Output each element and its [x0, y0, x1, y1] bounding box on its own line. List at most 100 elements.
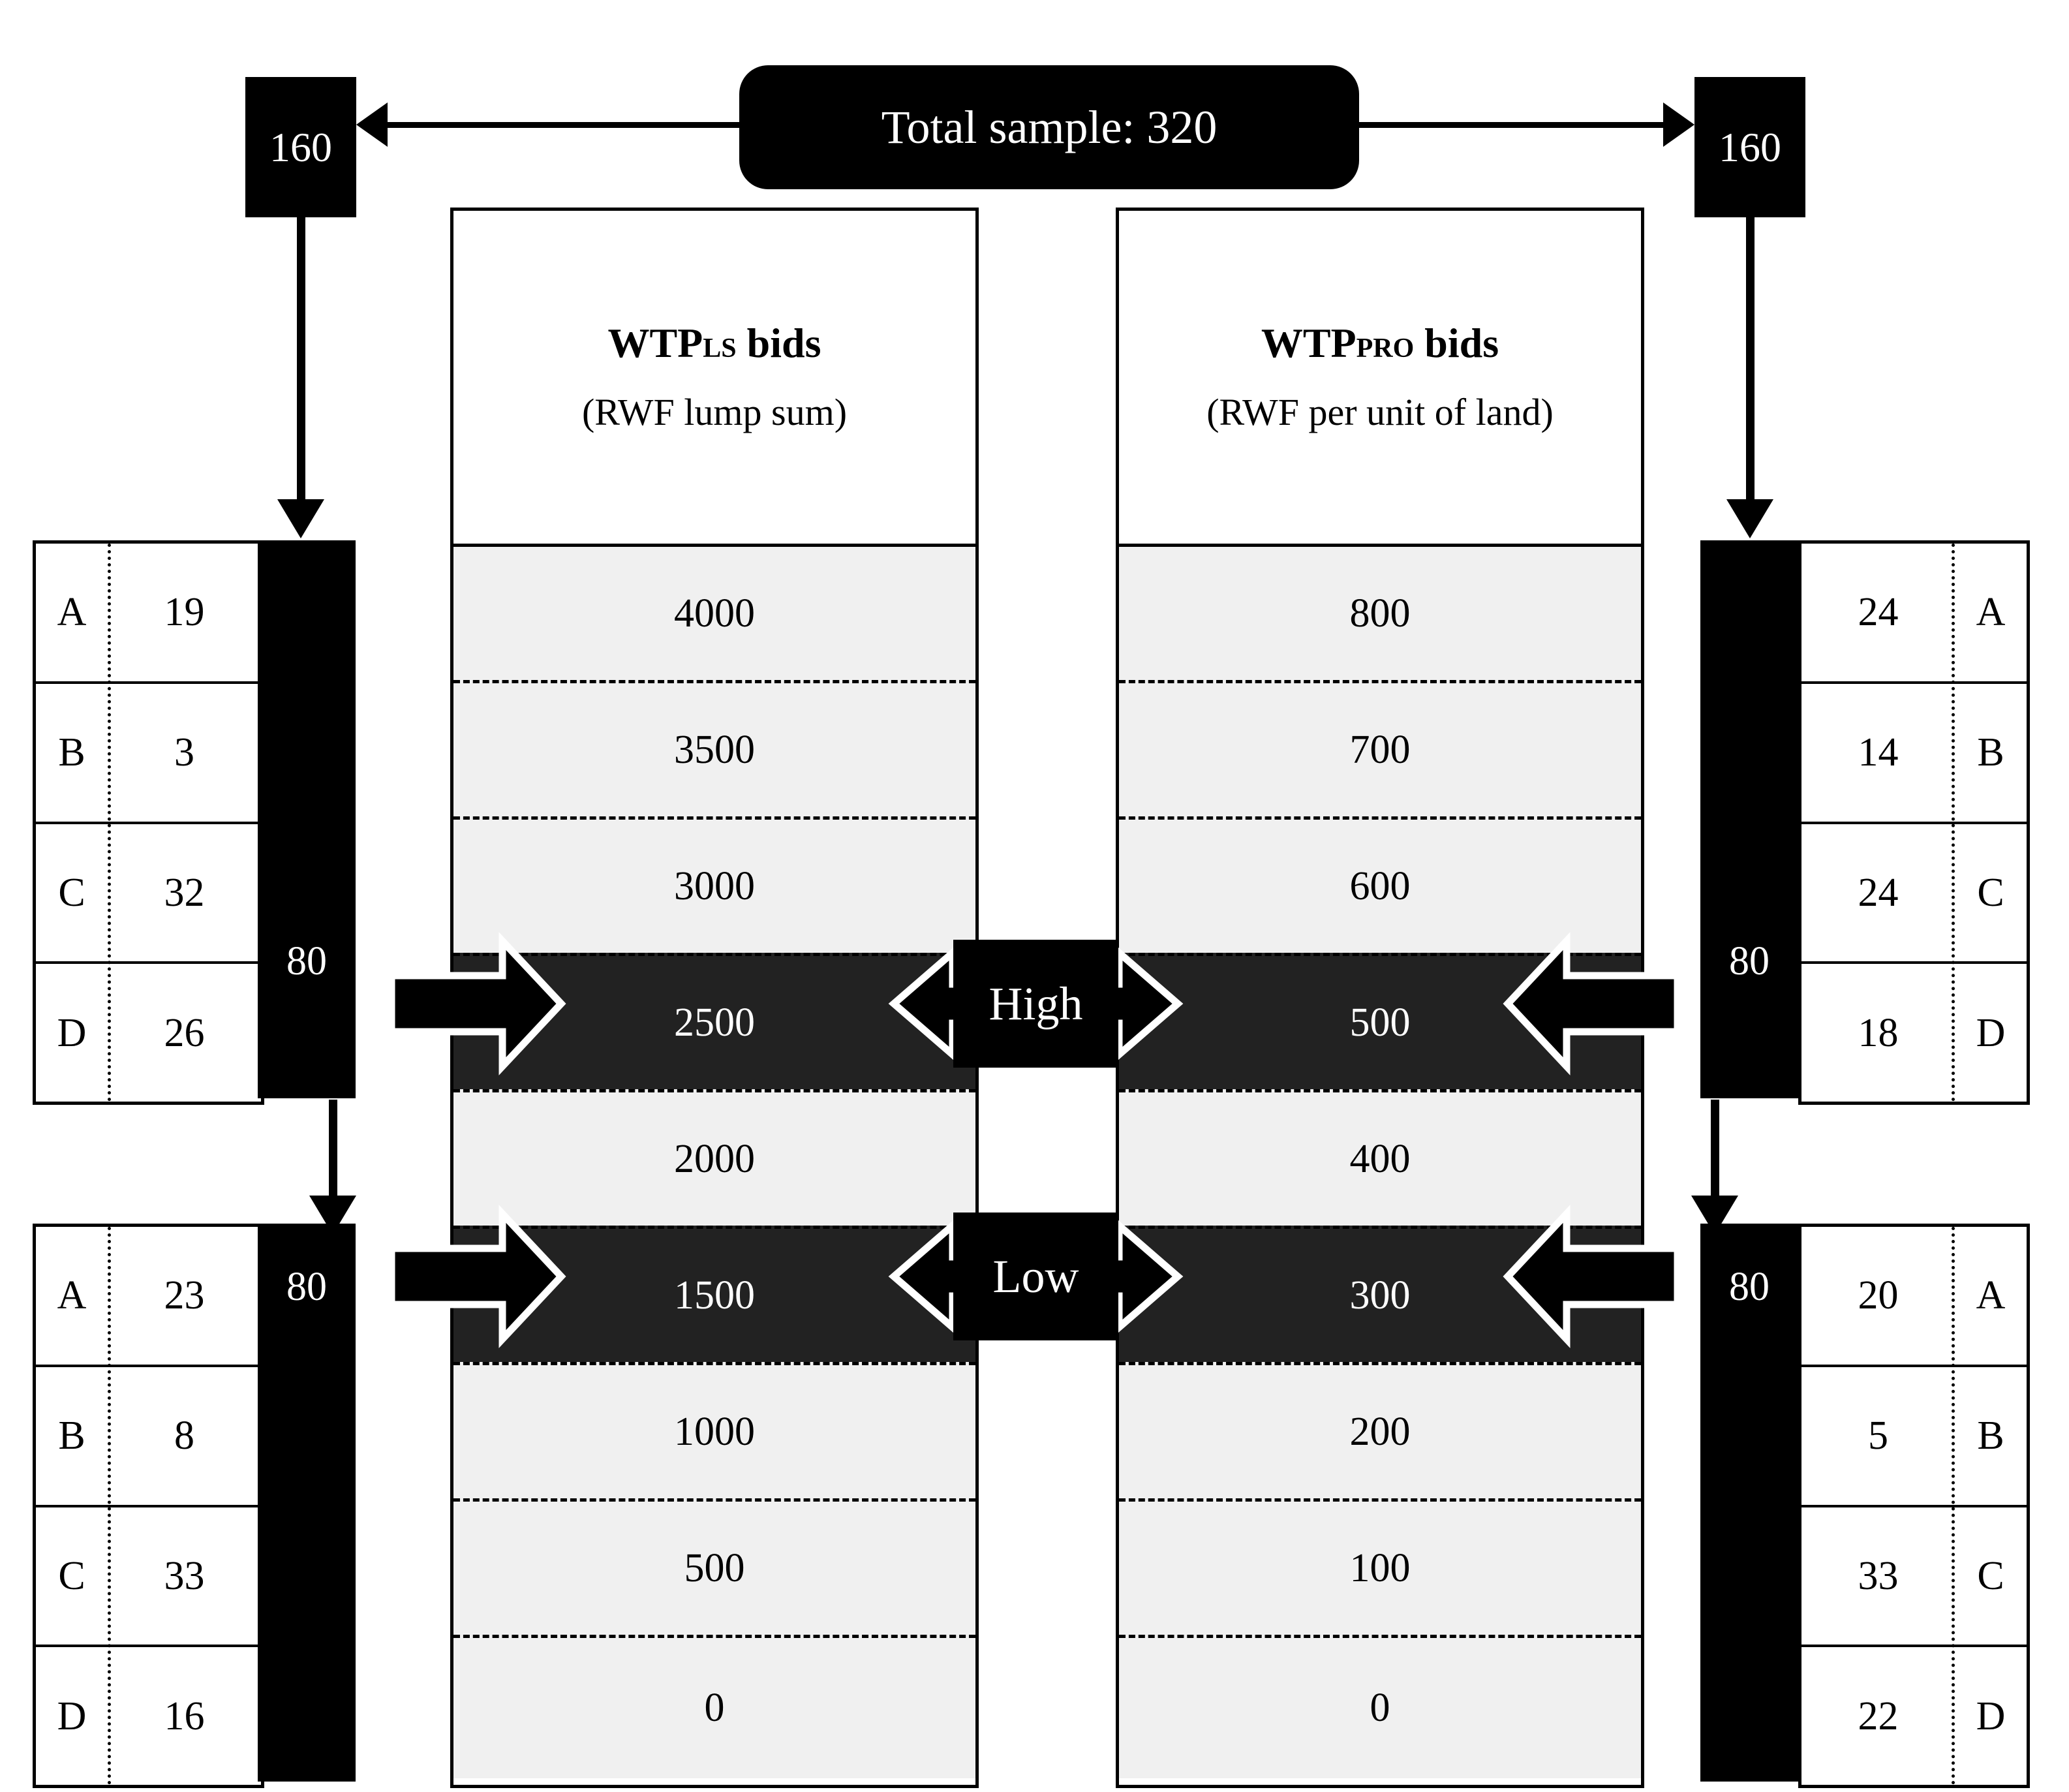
down-arrow-shaft-right: [1746, 217, 1755, 504]
table-row: 24 C: [1801, 821, 2027, 962]
ls-bid-cell: 500: [453, 1498, 975, 1635]
ls-bid-cell: 2000: [453, 1089, 975, 1226]
left-low-allocation-table: A 23 B 8 C 33 D 16: [33, 1224, 264, 1788]
group-letter: B: [1977, 730, 2004, 775]
left-low-80-label: 80: [286, 1265, 327, 1309]
group-count: 24: [1858, 590, 1899, 635]
group-letter: C: [58, 1553, 85, 1598]
group-letter: D: [1976, 1693, 2006, 1738]
table-row: D 26: [36, 961, 261, 1102]
table-row: 20 A: [1801, 1227, 2027, 1365]
left-low-80-bar: 80: [258, 1224, 356, 1782]
group-letter: C: [58, 870, 85, 915]
group-letter: B: [58, 1414, 85, 1459]
group-letter: B: [1977, 1414, 2004, 1459]
group-count: 33: [164, 1553, 205, 1598]
wtp-pro-title: WTPPRO bids: [1261, 319, 1499, 367]
wtp-ls-unit: (RWF lump sum): [581, 390, 848, 433]
pro-bid-cell: 400: [1119, 1089, 1641, 1226]
group-count: 24: [1858, 870, 1899, 915]
right-high-80-bar: 80: [1700, 540, 1798, 1098]
wtp-pro-title-main: WTP: [1261, 319, 1356, 366]
ls-bid-cell: 3000: [453, 816, 975, 953]
table-row: 33 C: [1801, 1504, 2027, 1645]
arrow-head-left-icon: [356, 102, 388, 147]
left-high-allocation-table: A 19 B 3 C 32 D 26: [33, 540, 264, 1105]
wtp-ls-header: WTPLS bids (RWF lump sum): [453, 211, 975, 544]
group-count: 5: [1868, 1414, 1888, 1459]
group-letter: C: [1977, 1553, 2004, 1598]
group-letter: B: [58, 730, 85, 775]
wtp-pro-title-tail: bids: [1414, 319, 1499, 366]
wtp-ls-title-tail: bids: [736, 319, 821, 366]
ls-bid-cell: 3500: [453, 680, 975, 816]
right-high-allocation-table: 24 A 14 B 24 C 18 D: [1798, 540, 2030, 1105]
ls-bid-cell: 0: [453, 1635, 975, 1778]
table-row: A 23: [36, 1227, 261, 1365]
right-branch-160-box: 160: [1694, 77, 1805, 217]
down-arrow-shaft-left-2: [329, 1100, 337, 1201]
group-count: 8: [174, 1414, 194, 1459]
pro-bid-cell: 0: [1119, 1635, 1641, 1778]
group-count: 14: [1858, 730, 1899, 775]
group-count: 19: [164, 590, 205, 635]
down-arrow-head-left-icon: [277, 499, 324, 538]
right-high-80-label: 80: [1729, 939, 1770, 983]
group-count: 3: [174, 730, 194, 775]
group-letter: A: [1976, 590, 2006, 635]
group-letter: A: [57, 590, 87, 635]
pro-bid-cell: 800: [1119, 544, 1641, 680]
wtp-pro-header: WTPPRO bids (RWF per unit of land): [1119, 211, 1641, 544]
right-low-80-label: 80: [1729, 1265, 1770, 1309]
wtp-ls-column: WTPLS bids (RWF lump sum) 4000 3500 3000…: [450, 208, 979, 1788]
group-letter: D: [57, 1010, 87, 1055]
right-low-80-bar: 80: [1700, 1224, 1798, 1782]
group-letter: D: [57, 1693, 87, 1738]
left-branch-160-label: 160: [269, 123, 332, 170]
group-letter: A: [1976, 1273, 2006, 1318]
total-sample-label: Total sample: 320: [881, 100, 1218, 153]
pro-bid-cell: 700: [1119, 680, 1641, 816]
group-count: 16: [164, 1693, 205, 1738]
right-low-allocation-table: 20 A 5 B 33 C 22 D: [1798, 1224, 2030, 1788]
table-row: 5 B: [1801, 1364, 2027, 1505]
wtp-pro-subscript: PRO: [1356, 333, 1415, 363]
group-count: 18: [1858, 1010, 1899, 1055]
low-band-box: Low: [953, 1213, 1118, 1340]
down-arrow-shaft-right-2: [1711, 1100, 1719, 1201]
table-row: B 3: [36, 681, 261, 822]
table-row: 24 A: [1801, 544, 2027, 681]
wtp-ls-subscript: LS: [703, 333, 737, 363]
table-row: A 19: [36, 544, 261, 681]
group-count: 20: [1858, 1273, 1899, 1318]
down-arrow-head-right-icon: [1726, 499, 1773, 538]
left-branch-160-box: 160: [245, 77, 356, 217]
ls-bid-cell: 1000: [453, 1362, 975, 1498]
left-high-80-label: 80: [286, 939, 327, 983]
total-sample-box: Total sample: 320: [739, 65, 1359, 189]
right-branch-160-label: 160: [1719, 123, 1781, 170]
high-band-box: High: [953, 940, 1118, 1068]
low-band-label: Low: [992, 1250, 1079, 1303]
table-row: 18 D: [1801, 961, 2027, 1102]
group-letter: C: [1977, 870, 2004, 915]
connector-line-right: [1359, 122, 1663, 128]
pro-bid-cell: 600: [1119, 816, 1641, 953]
wtp-ls-title-main: WTP: [607, 319, 703, 366]
group-count: 33: [1858, 1553, 1899, 1598]
pro-bid-cell: 200: [1119, 1362, 1641, 1498]
table-row: 14 B: [1801, 681, 2027, 822]
table-row: B 8: [36, 1364, 261, 1505]
wtp-ls-title: WTPLS bids: [607, 319, 821, 367]
arrow-head-right-icon: [1663, 102, 1694, 147]
group-count: 26: [164, 1010, 205, 1055]
ls-bid-cell: 4000: [453, 544, 975, 680]
group-letter: A: [57, 1273, 87, 1318]
group-count: 32: [164, 870, 205, 915]
high-band-label: High: [989, 977, 1083, 1030]
down-arrow-shaft-left: [297, 217, 305, 504]
connector-line-left: [388, 122, 740, 128]
table-row: C 32: [36, 821, 261, 962]
group-letter: D: [1976, 1010, 2006, 1055]
left-high-80-bar: 80: [258, 540, 356, 1098]
